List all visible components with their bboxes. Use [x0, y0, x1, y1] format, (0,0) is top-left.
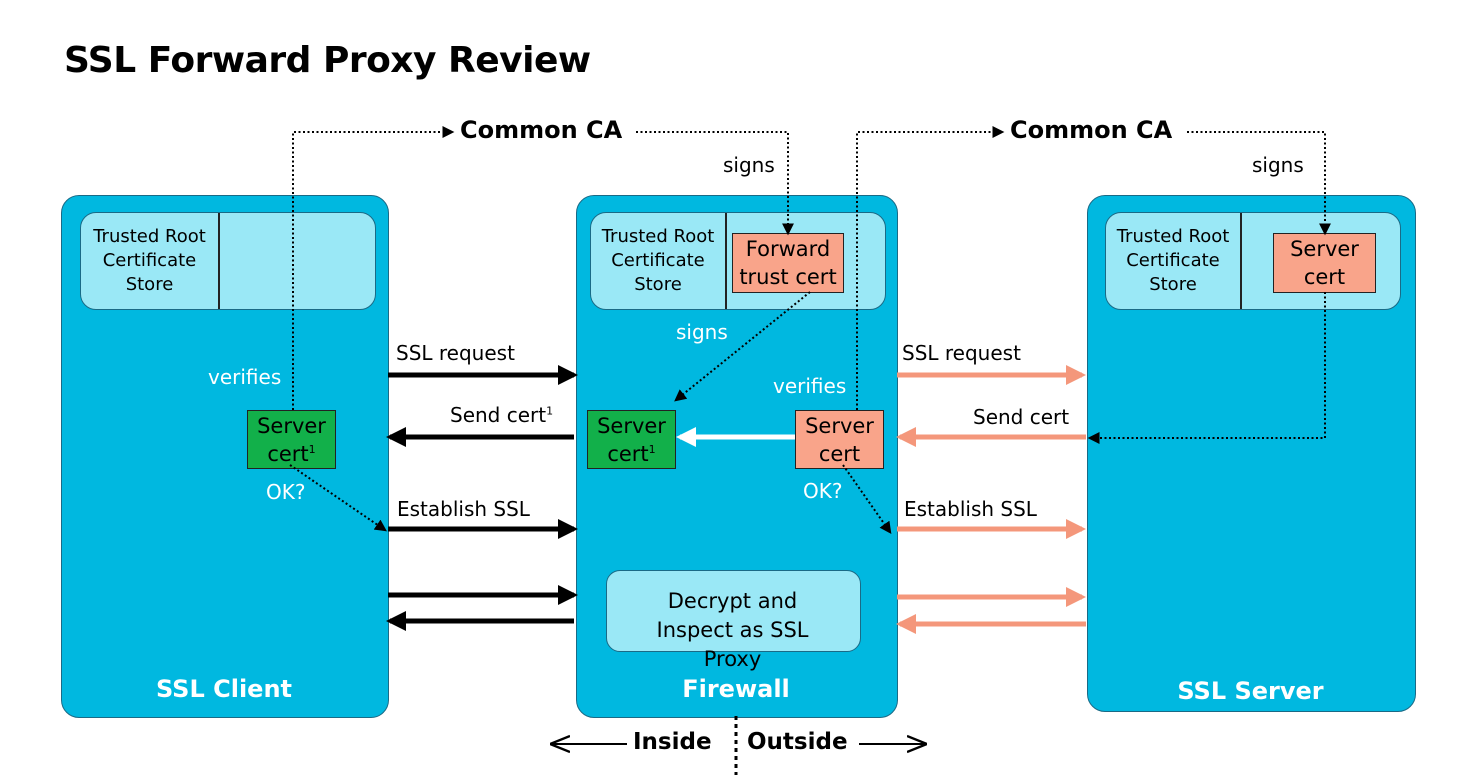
left-send-cert-sup: 1	[546, 404, 554, 418]
left-establish-label: Establish SSL	[397, 497, 530, 521]
ssl-client-name: SSL Client	[155, 675, 293, 703]
firewall-verifies-label: verifies	[773, 374, 847, 398]
left-ssl-request-label: SSL request	[396, 341, 515, 365]
page-title: SSL Forward Proxy Review	[64, 40, 591, 81]
decrypt-inspect-text: Decrypt and Inspect as SSL Proxy	[656, 589, 809, 671]
ssl-server-name: SSL Server	[1177, 677, 1324, 705]
firewall-ok-label: OK?	[803, 479, 843, 503]
firewall-generated-cert-text: Server cert1	[597, 412, 666, 468]
client-server-cert: Server cert1	[247, 410, 336, 469]
firewall-signs-label: signs	[676, 320, 728, 344]
client-cert-sup: 1	[308, 442, 316, 456]
firewall-name: Firewall	[682, 675, 790, 703]
ca-signs-forward-trust-path	[636, 131, 794, 236]
client-trusted-root-store: Trusted Root Certificate Store	[80, 212, 376, 310]
firewall-verifies-path	[856, 126, 1005, 410]
left-send-cert-text: Send cert	[450, 403, 547, 427]
signs-label-right: signs	[1252, 153, 1304, 177]
firewall-received-server-cert: Server cert	[795, 410, 884, 469]
client-ok-path	[289, 464, 387, 532]
client-verifies-label: verifies	[208, 365, 282, 389]
server-store-label: Trusted Root Certificate Store	[1106, 213, 1242, 309]
ca-signs-server-cert-path	[1187, 131, 1331, 236]
firewall-ok-path	[842, 464, 892, 534]
common-ca-right: Common CA	[1006, 116, 1177, 144]
right-ssl-request-label: SSL request	[902, 341, 1021, 365]
forward-trust-cert: Forward trust cert	[732, 233, 844, 293]
signs-label-left: signs	[723, 153, 775, 177]
forward-trust-signs-path	[674, 291, 811, 402]
server-cert-send-path	[1087, 292, 1326, 444]
right-establish-label: Establish SSL	[904, 497, 1037, 521]
common-ca-left: Common CA	[456, 116, 627, 144]
firewall-generated-cert: Server cert1	[587, 410, 676, 469]
client-verifies-path	[292, 126, 455, 410]
client-cert-label: Server cert	[257, 413, 326, 466]
firewall-store-label: Trusted Root Certificate Store	[591, 213, 727, 309]
firewall-generated-cert-label: Server cert	[597, 413, 666, 466]
outside-label: Outside	[747, 729, 848, 755]
client-store-label: Trusted Root Certificate Store	[81, 213, 220, 309]
right-send-cert-label: Send cert	[973, 405, 1070, 429]
inside-label: Inside	[633, 729, 712, 755]
client-ok-label: OK?	[266, 480, 306, 504]
server-store-cert: Server cert	[1273, 233, 1376, 293]
left-send-cert-label: Send cert1	[450, 403, 553, 427]
firewall-generated-cert-sup: 1	[648, 442, 656, 456]
decrypt-inspect-box	[606, 570, 861, 652]
client-cert-text: Server cert1	[257, 412, 326, 468]
